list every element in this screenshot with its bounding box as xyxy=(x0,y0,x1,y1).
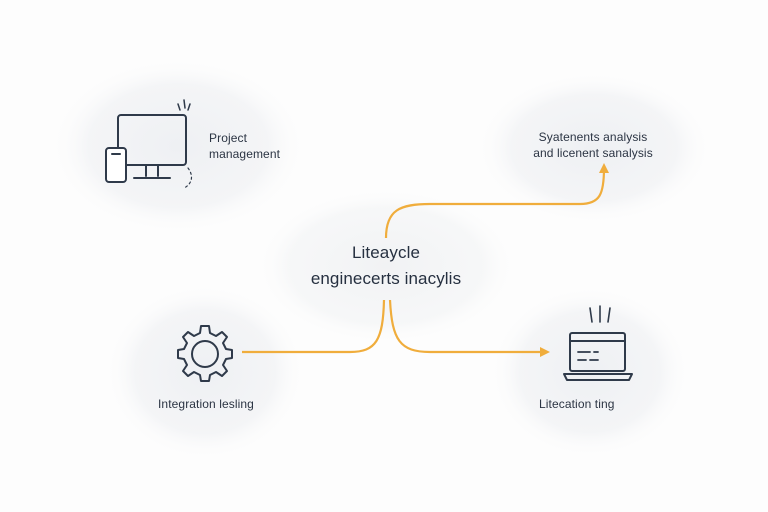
signal-marks xyxy=(177,99,191,111)
desktop-and-phone-icon xyxy=(105,99,193,189)
laptop-screen-lines xyxy=(577,351,599,361)
project-bubble xyxy=(50,58,306,234)
laptop-screen xyxy=(569,332,626,372)
connector-to-litecation-arrow xyxy=(388,299,550,357)
center-title: Liteaycle enginecerts inacylis xyxy=(286,240,486,292)
systems-analysis-label: Syatenents analysis and licenent sanalys… xyxy=(528,129,658,161)
systems-label-line2: and licenent sanalysis xyxy=(533,146,653,160)
integration-bubble xyxy=(105,284,305,460)
center-title-line2: enginecerts inacylis xyxy=(310,269,462,288)
gear-hub xyxy=(191,340,219,368)
gear-outline xyxy=(177,325,233,382)
monitor-screen xyxy=(117,114,187,166)
connector-from-integration xyxy=(242,299,386,354)
connector-to-systems-arrow xyxy=(384,163,609,239)
litecation-ting-label: Litecation ting xyxy=(539,397,615,411)
gear-icon xyxy=(177,325,233,382)
laptop-signal xyxy=(589,305,611,323)
systems-bubble xyxy=(476,72,712,224)
phone-shape xyxy=(105,147,127,183)
integration-testing-label: Integration lesling xyxy=(158,397,254,411)
center-title-line1: Liteaycle xyxy=(352,243,420,262)
dashed-arc xyxy=(183,167,193,189)
monitor-stand xyxy=(133,164,171,179)
center-bubble xyxy=(256,188,516,344)
project-management-label: Project management xyxy=(209,130,280,162)
laptop-icon xyxy=(563,305,633,381)
systems-label-line1: Syatenents analysis xyxy=(538,130,648,144)
project-label-line2: management xyxy=(209,147,281,161)
project-label-line1: Project xyxy=(209,131,248,145)
laptop-base xyxy=(563,373,633,381)
